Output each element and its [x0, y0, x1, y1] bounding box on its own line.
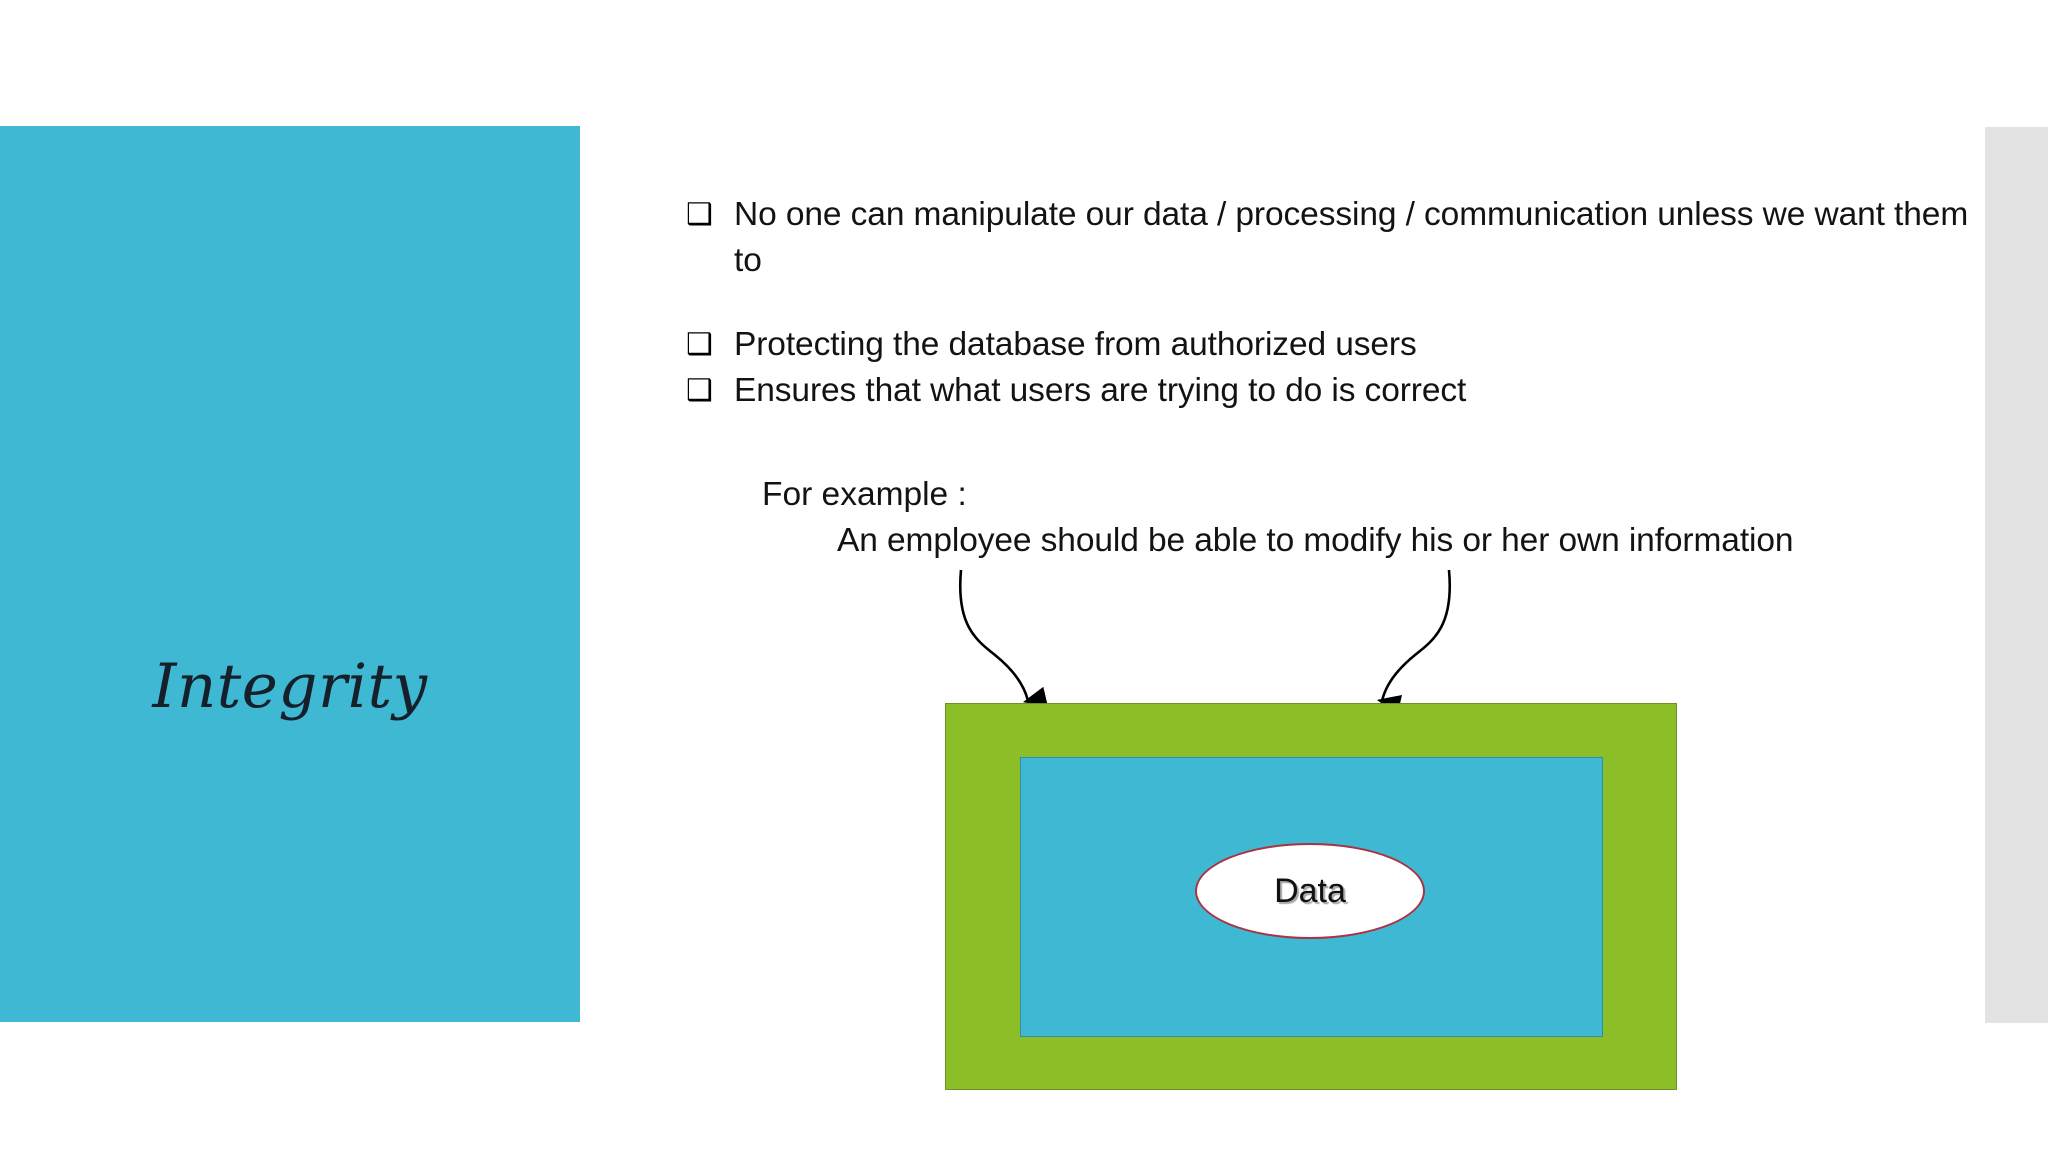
right-gray-strip — [1985, 127, 2048, 1023]
example-block: For example : An employee should be able… — [762, 472, 1992, 564]
data-ellipse: Data — [1195, 843, 1425, 939]
page-title: Integrity — [152, 651, 428, 722]
checkbox-bullet-icon: ❑ — [686, 327, 713, 362]
example-detail-text: An employee should be able to modify his… — [837, 522, 1794, 559]
list-item-label: No one can manipulate our data / process… — [734, 196, 1969, 279]
list-item: ❑ Protecting the database from authorize… — [686, 322, 1976, 368]
list-item-label: Protecting the database from authorized … — [734, 326, 1417, 363]
list-item: ❑ Ensures that what users are trying to … — [686, 368, 1976, 414]
list-item-label: Ensures that what users are trying to do… — [734, 372, 1467, 409]
checkbox-bullet-icon: ❑ — [686, 373, 713, 408]
list-item: ❑ No one can manipulate our data / proce… — [686, 192, 1976, 284]
checkbox-bullet-icon: ❑ — [686, 197, 713, 232]
bullet-list: ❑ No one can manipulate our data / proce… — [686, 192, 1976, 414]
arrow-left-icon — [958, 569, 1049, 708]
data-ellipse-label: Data — [1274, 872, 1346, 910]
list-spacer — [686, 284, 1976, 322]
title-panel: Integrity — [0, 126, 580, 1022]
arrows-layer — [958, 569, 1452, 716]
example-lead-text: For example : — [762, 476, 967, 513]
data-protection-diagram: Data — [940, 569, 1685, 1100]
arrow-right-icon — [1376, 569, 1452, 716]
